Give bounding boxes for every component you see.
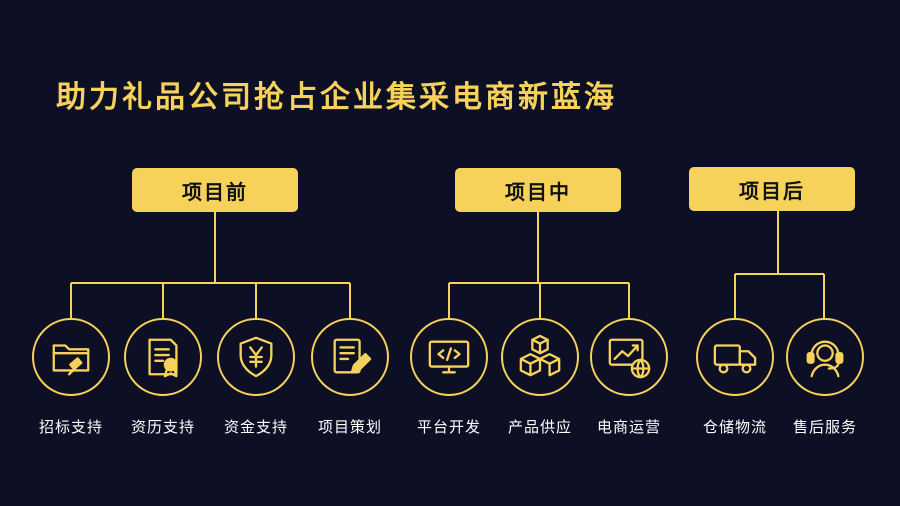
certificate-icon xyxy=(148,338,178,378)
service-label: 资历支持 xyxy=(130,418,195,436)
service-label: 平台开发 xyxy=(416,418,481,436)
service-circle-logistics xyxy=(696,318,774,396)
service-label: 产品供应 xyxy=(507,418,572,436)
document-pen-icon xyxy=(333,338,372,374)
service-label: 仓储物流 xyxy=(702,418,767,436)
service-circle-bidding xyxy=(32,318,110,396)
phase-during: 项目中 xyxy=(455,168,621,212)
page-title: 助力礼品公司抢占企业集采电商新蓝海 xyxy=(56,80,617,115)
service-circle-funding xyxy=(217,318,295,396)
folder-gavel-icon xyxy=(52,344,90,376)
service-label: 资金支持 xyxy=(223,418,288,436)
service-label: 招标支持 xyxy=(38,418,103,436)
service-circle-aftersales xyxy=(786,318,864,396)
service-circle-qualification xyxy=(124,318,202,396)
service-circle-platform xyxy=(410,318,488,396)
service-label: 项目策划 xyxy=(317,418,382,436)
phase-after: 项目后 xyxy=(689,167,855,211)
service-circle-operation xyxy=(590,318,668,396)
service-label: 电商运营 xyxy=(596,418,661,436)
boxes-icon xyxy=(519,334,561,377)
shield-yen-icon xyxy=(239,336,273,378)
truck-icon xyxy=(713,344,757,374)
monitor-code-icon xyxy=(428,340,470,374)
headset-icon xyxy=(806,340,844,378)
service-label: 售后服务 xyxy=(792,418,857,436)
service-circle-supply xyxy=(501,318,579,396)
phase-before: 项目前 xyxy=(132,168,298,212)
service-circle-planning xyxy=(311,318,389,396)
chart-globe-icon xyxy=(608,338,651,379)
